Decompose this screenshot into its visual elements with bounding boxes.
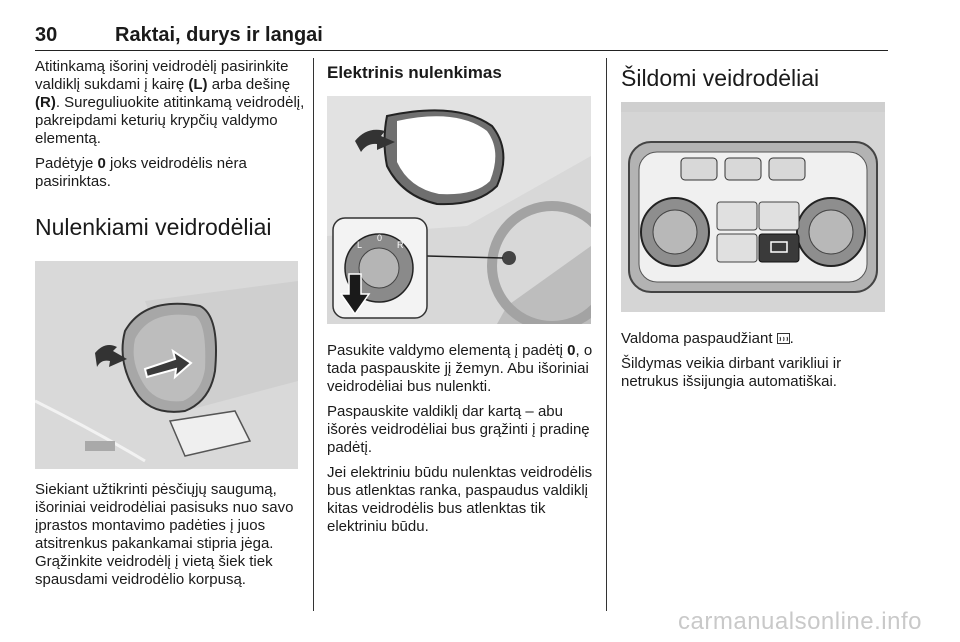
electric-fold-paragraph: Pasukite valdymo elementą į padėtį 0, o … xyxy=(327,342,593,395)
manual-unfold-paragraph: Jei elektriniu būdu nulenktas veidrodėli… xyxy=(327,464,593,535)
folding-mirror-drawing xyxy=(35,261,298,469)
column-1: Atitinkamą išorinį veidrodėlį pasirinkit… xyxy=(35,58,305,596)
heated-mirrors-heading: Šildomi veidrodėliai xyxy=(621,65,820,91)
folding-mirror-illustration xyxy=(35,261,298,469)
electric-folding-heading: Elektrinis nulenkimas xyxy=(327,63,502,82)
column-2: Elektrinis nulenkimas L 0 R Pasukite val… xyxy=(327,58,593,543)
page-header: 30 Raktai, durys ir langai xyxy=(35,24,888,54)
folding-safety-paragraph: Siekiant užtikrinti pėsčiųjų saugumą, iš… xyxy=(35,481,294,588)
header-rule xyxy=(35,50,888,51)
mirror-select-paragraph: Atitinkamą išorinį veidrodėlį pasirinkit… xyxy=(35,58,305,147)
heated-control-paragraph: Valdoma paspaudžiant . xyxy=(621,330,794,347)
chapter-title: Raktai, durys ir langai xyxy=(115,24,323,46)
electric-folding-drawing: L 0 R xyxy=(327,96,591,324)
column-divider-1 xyxy=(313,58,314,611)
fold-control-left-label: L xyxy=(357,240,362,250)
position-zero-paragraph: Padėtyje 0 joks veidrodėlis nėra pasirin… xyxy=(35,155,247,190)
electric-folding-illustration: L 0 R xyxy=(327,96,591,324)
column-divider-2 xyxy=(606,58,607,611)
folding-mirrors-heading: Nulenkiami veidrodėliai xyxy=(35,214,272,240)
column-3: Šildomi veidrodėliai Valdoma paspaudžian… xyxy=(621,58,887,398)
heated-mirror-icon xyxy=(776,333,790,344)
fold-control-right-label: R xyxy=(397,240,404,250)
watermark: carmanualsonline.info xyxy=(678,608,922,635)
return-position-paragraph: Paspauskite valdiklį dar kartą – abu išo… xyxy=(327,403,590,456)
climate-control-illustration xyxy=(621,102,885,312)
fold-control-zero-label: 0 xyxy=(377,233,382,243)
climate-control-drawing xyxy=(621,102,885,312)
page-number: 30 xyxy=(35,24,58,46)
heating-operation-paragraph: Šildymas veikia dirbant varikliui ir net… xyxy=(621,355,842,390)
